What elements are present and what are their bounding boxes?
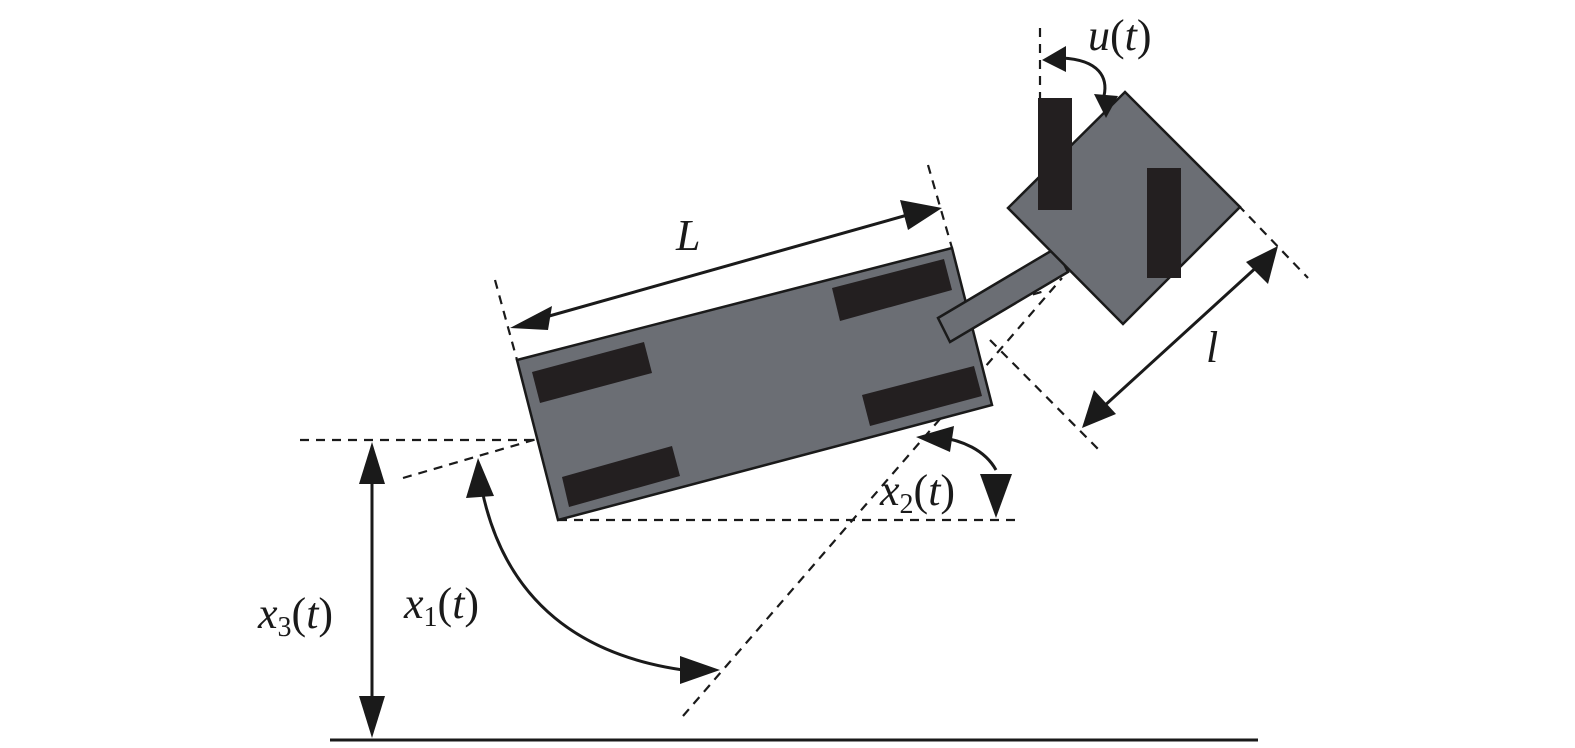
label-x3-arg: t: [306, 589, 320, 638]
label-x2-arg: t: [928, 466, 942, 515]
trailer-body: [515, 246, 994, 522]
label-x1-paren-close: ): [464, 579, 479, 628]
L-extension-left: [493, 279, 519, 361]
l-arrowhead-lower: [1082, 390, 1116, 428]
x1-angle-arc: [480, 489, 701, 674]
tractor-wheel-right: [1147, 168, 1181, 278]
tractor-wheel-left: [1038, 98, 1072, 210]
label-x2-var: x: [879, 466, 900, 515]
label-u-var: u: [1088, 11, 1110, 60]
x3-arrowhead-top: [359, 442, 385, 484]
L-extension-right: [926, 164, 954, 249]
L-arrowhead-left: [510, 306, 552, 330]
label-x3-t: x3(t): [257, 589, 333, 643]
label-x1-arg: t: [452, 579, 466, 628]
L-arrowhead-right: [900, 200, 942, 230]
u-arrowhead-start: [1042, 46, 1066, 72]
label-x1-paren-open: (: [438, 579, 453, 628]
x1-arrowhead-top: [466, 458, 494, 498]
label-u-arg: t: [1125, 11, 1139, 60]
label-x2-sub: 2: [900, 489, 914, 520]
u-arrowhead-end: [1094, 94, 1118, 118]
trailer-wheel-rear-right: [562, 446, 680, 507]
l-extension-lower: [989, 339, 1103, 454]
label-x1-t: x1(t): [403, 579, 479, 633]
label-x3-var: x: [257, 589, 278, 638]
x2-arrowhead-end: [980, 474, 1012, 518]
trailer-wheel-rear-left: [532, 342, 652, 403]
l-dimension-line: [1100, 262, 1262, 410]
tractor-axis-line: [682, 277, 1063, 717]
trailer-wheel-front-left: [832, 259, 952, 321]
label-u-paren-open: (: [1110, 11, 1125, 60]
label-x3-sub: 3: [278, 612, 292, 643]
trailer-wheel-front-right: [862, 366, 982, 426]
l-arrowhead-upper: [1246, 246, 1278, 284]
x1-arrowhead-end: [680, 656, 720, 684]
label-x2-paren-open: (: [914, 466, 929, 515]
x2-arrowhead-start: [916, 426, 954, 452]
hitch-bar: [936, 246, 1070, 344]
label-x3-paren-open: (: [292, 589, 307, 638]
label-u-paren-close: ): [1137, 11, 1152, 60]
label-u-t: u(t): [1088, 11, 1152, 60]
label-L: L: [675, 211, 700, 260]
label-x3-paren-close: ): [318, 589, 333, 638]
label-x2-paren-close: ): [940, 466, 955, 515]
x3-arrowhead-bottom: [359, 696, 385, 738]
label-x2-t: x2(t): [879, 466, 955, 520]
L-dimension-line: [534, 210, 919, 322]
label-x1-sub: 1: [424, 602, 438, 633]
label-x1-var: x: [403, 579, 424, 628]
label-l: l: [1206, 323, 1218, 372]
l-extension-upper: [1237, 204, 1309, 279]
u-angle-arc: [1061, 56, 1107, 97]
